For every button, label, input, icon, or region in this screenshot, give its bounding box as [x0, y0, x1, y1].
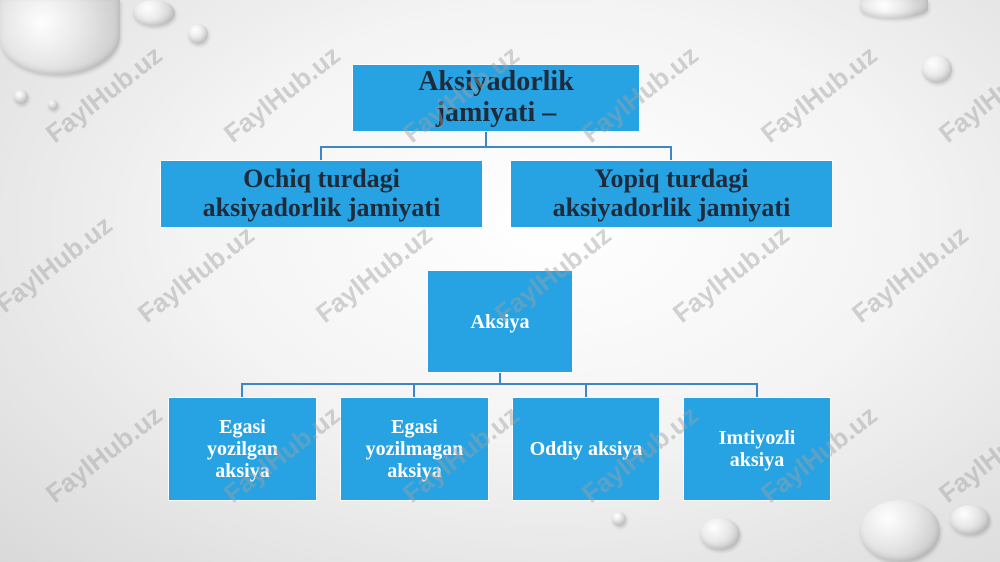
node-line: Aksiya	[470, 310, 530, 333]
node-bearer-share: Egasi yozilmagan aksiya	[340, 397, 489, 501]
connector-line	[670, 146, 672, 160]
node-closed-joint-stock-company: Yopiq turdagi aksiyadorlik jamiyati	[510, 160, 833, 228]
node-line: yozilmagan	[365, 438, 464, 460]
connector-line	[756, 383, 758, 397]
connector-line	[241, 383, 243, 397]
node-line: Egasi	[391, 416, 438, 438]
root-node-line: jamiyati –	[435, 97, 557, 128]
node-share: Aksiya	[427, 270, 573, 373]
watermark: FaylHub.uz	[933, 399, 1000, 509]
root-node-line: Aksiyadorlik	[418, 66, 574, 98]
node-line: yozilgan	[206, 438, 279, 460]
water-drop-decoration	[188, 24, 208, 44]
node-line: aksiya	[215, 460, 270, 482]
water-drop-decoration	[700, 518, 740, 550]
water-drop-decoration	[860, 0, 928, 18]
root-node-joint-stock-company: Aksiyadorlik jamiyati –	[352, 64, 640, 132]
connector-line	[413, 383, 415, 397]
water-drop-decoration	[950, 505, 990, 535]
water-drop-decoration	[133, 0, 175, 26]
water-drop-decoration	[612, 512, 626, 526]
node-open-joint-stock-company: Ochiq turdagi aksiyadorlik jamiyati	[160, 160, 483, 228]
watermark: FaylHub.uz	[40, 399, 168, 509]
node-common-share: Oddiy aksiya	[512, 397, 660, 501]
watermark: FaylHub.uz	[310, 219, 438, 329]
connector-line	[241, 383, 757, 385]
node-preferred-share: Imtiyozli aksiya	[683, 397, 831, 501]
node-line: aksiyadorlik jamiyati	[202, 193, 441, 222]
node-line: aksiya	[387, 460, 442, 482]
node-line: aksiya	[729, 449, 785, 471]
connector-line	[320, 146, 322, 160]
connector-line	[585, 383, 587, 397]
watermark: FaylHub.uz	[132, 219, 260, 329]
node-line: Ochiq turdagi	[243, 164, 400, 194]
node-line: Egasi	[219, 416, 266, 438]
watermark: FaylHub.uz	[846, 219, 974, 329]
connector-line	[499, 372, 501, 384]
watermark: FaylHub.uz	[755, 39, 883, 149]
connector-line	[485, 131, 487, 147]
connector-line	[320, 146, 672, 148]
water-drop-decoration	[922, 55, 952, 83]
watermark: FaylHub.uz	[667, 219, 795, 329]
water-drop-decoration	[0, 0, 120, 75]
water-drop-decoration	[860, 500, 940, 562]
water-drop-decoration	[48, 100, 58, 110]
node-line: Imtiyozli	[718, 427, 796, 449]
node-registered-share: Egasi yozilgan aksiya	[168, 397, 317, 501]
node-line: Yopiq turdagi	[594, 164, 749, 194]
node-line: aksiyadorlik jamiyati	[552, 193, 791, 222]
watermark: FaylHub.uz	[218, 39, 346, 149]
watermark: FaylHub.uz	[0, 209, 118, 319]
water-drop-decoration	[14, 90, 28, 104]
node-line: Oddiy aksiya	[529, 438, 643, 460]
